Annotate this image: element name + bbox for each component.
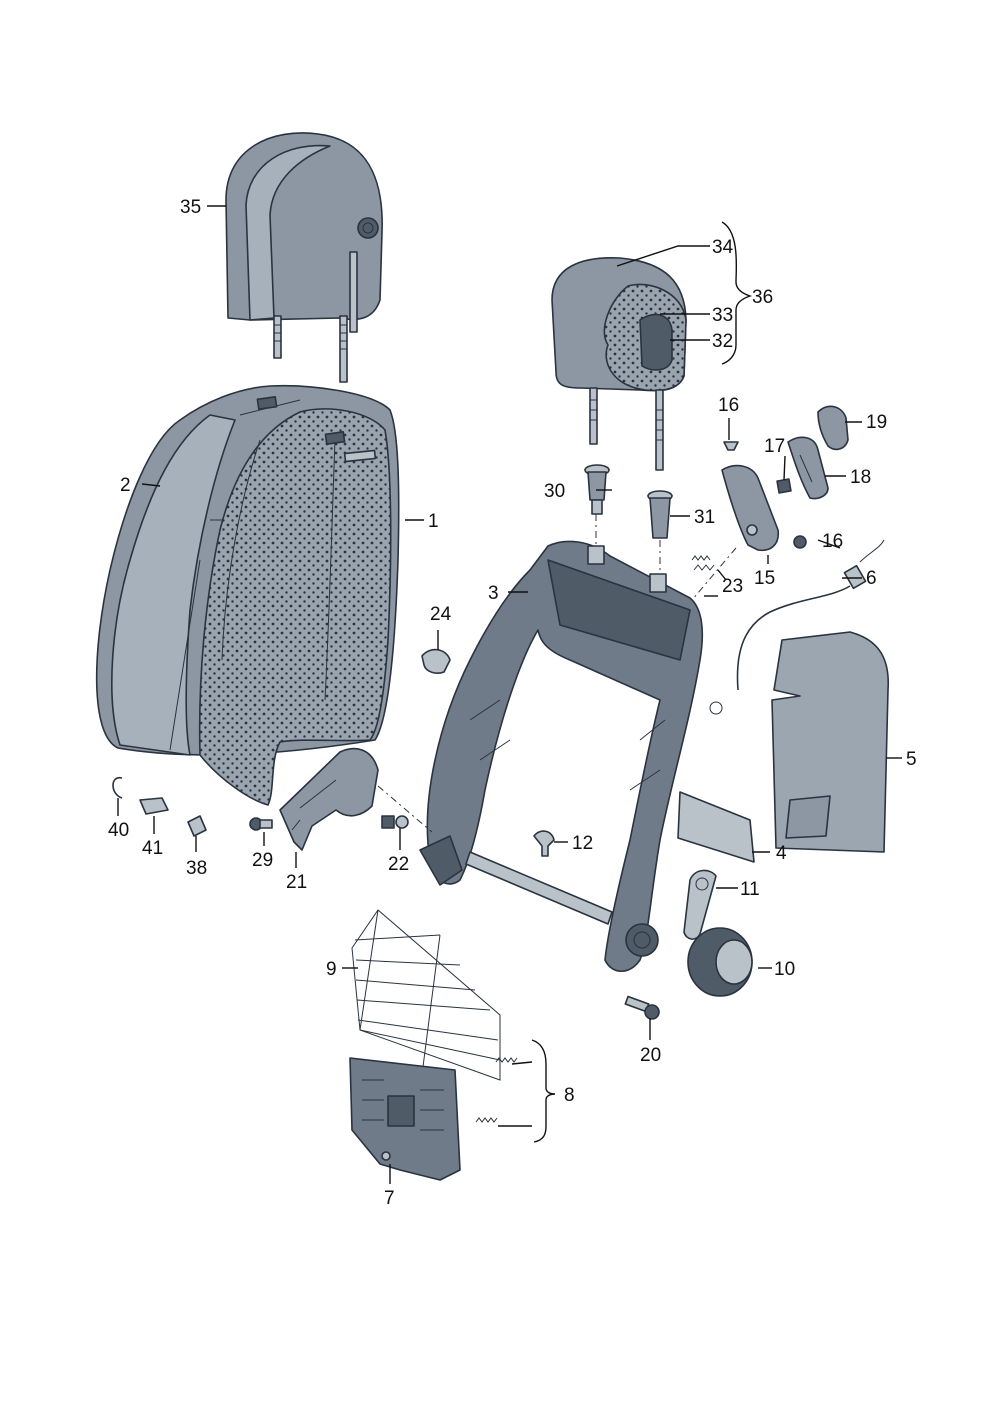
callout-5: 5 [906, 749, 917, 770]
callout-7: 7 [384, 1188, 395, 1209]
rear-panel-5 [771, 631, 890, 853]
callout-22: 22 [388, 854, 409, 875]
wire-mat-9 [351, 909, 501, 1091]
headrest-guide-30 [584, 464, 610, 515]
spring-23 [691, 555, 715, 571]
side-trim-15 [721, 464, 780, 552]
callout-12: 12 [572, 833, 593, 854]
callout-38: 38 [186, 858, 207, 879]
callout-6: 6 [866, 568, 877, 589]
fastener-22 [381, 815, 409, 829]
callout-19: 19 [866, 412, 887, 433]
callout-labels: 35 2 1 34 36 33 32 16 19 17 18 30 31 16 … [108, 197, 917, 1209]
backrest-frame-3 [419, 540, 704, 973]
callout-10: 10 [774, 959, 795, 980]
perforated-insert-1 [198, 408, 392, 806]
callout-18: 18 [850, 467, 871, 488]
headrest-35 [225, 132, 383, 383]
callout-16-bottom: 16 [822, 531, 843, 552]
spring-8a [495, 1057, 518, 1063]
callout-36: 36 [752, 287, 773, 308]
callout-17: 17 [764, 436, 785, 457]
lever-11 [683, 869, 717, 940]
bolt-12 [533, 830, 555, 857]
callout-2: 2 [120, 475, 131, 496]
callout-11: 11 [740, 879, 760, 900]
spring-8b [475, 1117, 498, 1123]
callout-23: 23 [722, 576, 743, 597]
clip-41 [139, 797, 169, 815]
callout-40: 40 [108, 820, 129, 841]
leader-lines [117, 205, 902, 1184]
screw-20 [624, 995, 660, 1020]
pad-4 [677, 791, 755, 863]
assembly-line-3 [377, 785, 433, 833]
button-17 [776, 478, 792, 494]
callout-20: 20 [640, 1045, 661, 1066]
callout-9: 9 [326, 959, 337, 980]
knob-10 [687, 927, 753, 997]
side-bracket-21 [279, 747, 379, 851]
callout-29: 29 [252, 850, 273, 871]
callout-1: 1 [428, 511, 439, 532]
callout-41: 41 [142, 838, 163, 859]
callout-15: 15 [754, 568, 775, 589]
cover-18 [787, 436, 829, 500]
callout-24: 24 [430, 604, 452, 625]
callout-31: 31 [694, 507, 715, 528]
fastener-29 [249, 817, 273, 831]
callout-4: 4 [776, 843, 787, 864]
hook-40 [112, 777, 123, 799]
callout-34: 34 [712, 237, 734, 258]
clip-38 [187, 815, 207, 837]
callout-33: 33 [712, 305, 733, 326]
clip-16b [793, 535, 807, 549]
callout-30: 30 [544, 481, 565, 502]
callout-32: 32 [712, 331, 733, 352]
assembly-line-4 [691, 547, 737, 601]
callout-21: 21 [286, 872, 307, 893]
callout-3: 3 [488, 583, 499, 604]
callout-16-top: 16 [718, 395, 739, 416]
handle-cap-19 [817, 405, 849, 451]
clip-24 [421, 648, 451, 674]
clip-16a [723, 441, 739, 451]
callout-35: 35 [180, 197, 201, 218]
bowden-cable-6 [709, 539, 885, 715]
callout-8: 8 [564, 1085, 575, 1106]
headrest-guide-31 [647, 490, 673, 539]
headrest-34 [551, 257, 687, 471]
lumbar-plate-7 [349, 1057, 461, 1181]
